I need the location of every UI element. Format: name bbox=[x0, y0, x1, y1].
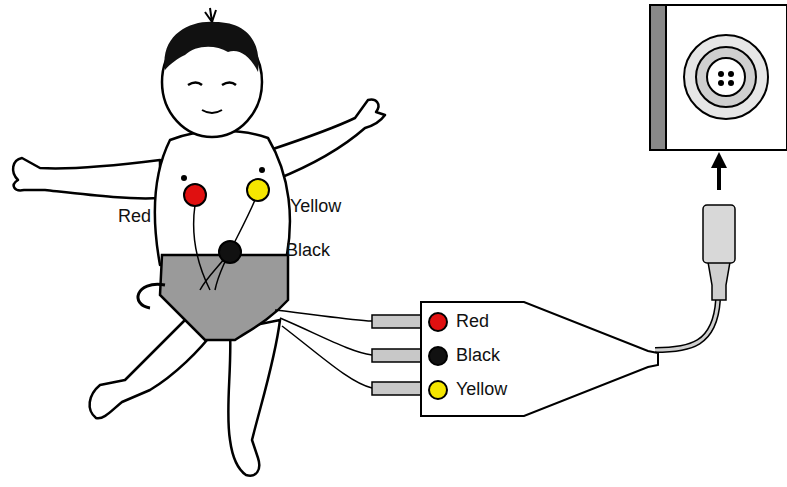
lead-color-label: Yellow bbox=[290, 196, 341, 217]
color-dot bbox=[429, 347, 447, 365]
lead-color-label: Red bbox=[456, 311, 489, 332]
lead-color-label: Yellow bbox=[456, 379, 507, 400]
color-dot bbox=[429, 381, 447, 399]
color-dot bbox=[429, 313, 447, 331]
lead-color-label: Black bbox=[456, 345, 500, 366]
lead-color-label: Red bbox=[118, 206, 151, 227]
lead-color-label: Black bbox=[286, 240, 330, 261]
lead-connector-block: RedBlackYellow bbox=[420, 301, 660, 417]
